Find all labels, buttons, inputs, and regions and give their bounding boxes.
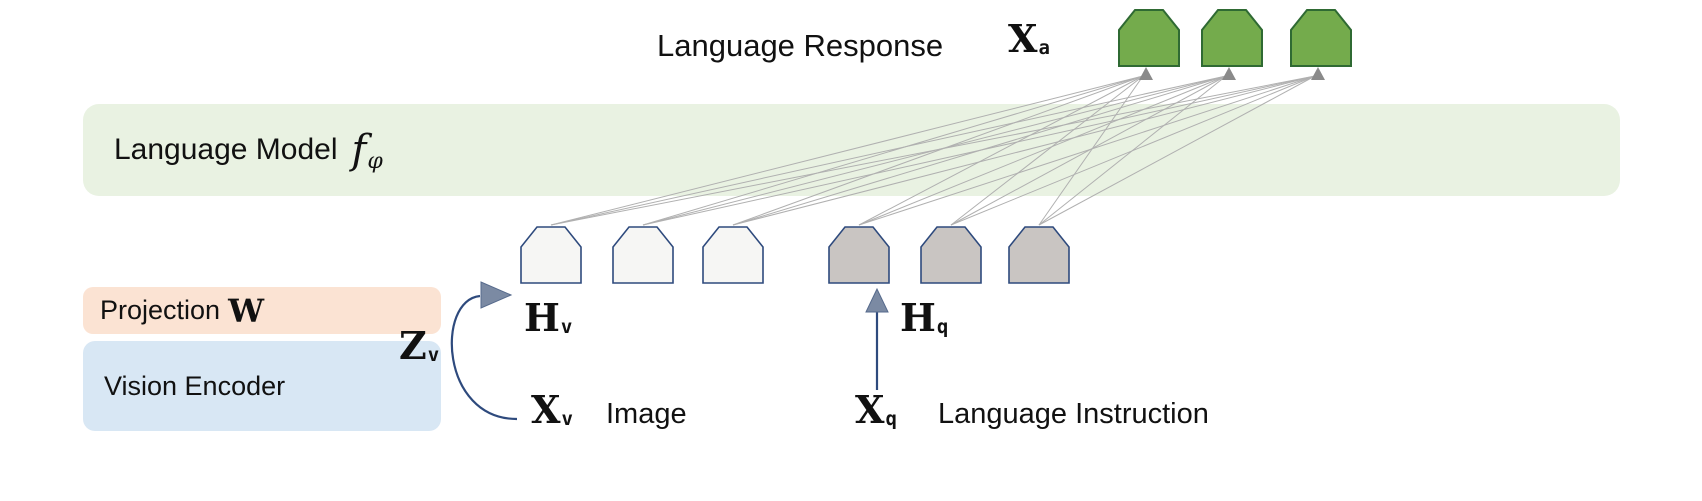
up-arrowhead-icon bbox=[1139, 67, 1153, 80]
hq-base: H bbox=[900, 295, 936, 340]
attention-lines bbox=[550, 75, 1316, 226]
hq-symbol: Hq bbox=[900, 299, 948, 337]
language-model-label: Language Model bbox=[114, 133, 338, 166]
xa-symbol: Xa bbox=[1008, 20, 1050, 58]
instruction-token-3 bbox=[1008, 226, 1070, 284]
vision-encoder-label: Vision Encoder bbox=[104, 370, 286, 401]
zv-symbol: Zv bbox=[399, 327, 439, 365]
image-label: Image bbox=[606, 398, 687, 430]
right-arrowhead-icon bbox=[480, 281, 513, 309]
language-instruction-label: Language Instruction bbox=[938, 398, 1209, 430]
projection-box: Projection W bbox=[83, 287, 441, 334]
projection-label: Projection bbox=[100, 295, 221, 325]
visual-token-2 bbox=[612, 226, 674, 284]
xv-base: X bbox=[531, 387, 561, 432]
zv-curved-arrow bbox=[450, 294, 518, 421]
xa-base: X bbox=[1008, 16, 1038, 61]
zv-base: Z bbox=[399, 323, 427, 368]
xv-symbol: Xv bbox=[531, 391, 573, 429]
up-arrowhead-icon bbox=[1222, 67, 1236, 80]
f-phi-symbol: fφ bbox=[351, 127, 383, 173]
xq-subscript: q bbox=[885, 408, 897, 431]
instruction-token-2 bbox=[920, 226, 982, 284]
hv-symbol: Hv bbox=[524, 299, 572, 337]
language-model-band: Language Model fφ bbox=[83, 104, 1620, 196]
xq-base: X bbox=[855, 387, 885, 432]
response-token-2 bbox=[1201, 9, 1263, 67]
up-arrowhead-icon bbox=[1311, 67, 1325, 80]
hq-subscript: q bbox=[936, 316, 949, 339]
xa-subscript: a bbox=[1038, 37, 1050, 60]
visual-token-3 bbox=[702, 226, 764, 284]
visual-token-1 bbox=[520, 226, 582, 284]
xq-symbol: Xq bbox=[855, 391, 897, 429]
response-token-1 bbox=[1118, 9, 1180, 67]
response-arrowheads bbox=[1139, 67, 1325, 80]
zv-subscript: v bbox=[427, 344, 440, 367]
w-symbol: W bbox=[228, 291, 265, 330]
response-token-3 bbox=[1290, 9, 1352, 67]
xv-subscript: v bbox=[561, 408, 573, 431]
up-arrowhead-icon bbox=[865, 287, 889, 313]
vision-encoder-box: Vision Encoder bbox=[83, 341, 441, 431]
language-response-label: Language Response bbox=[657, 28, 944, 63]
instruction-token-1 bbox=[828, 226, 890, 284]
hv-subscript: v bbox=[560, 316, 573, 339]
phi-subscript: φ bbox=[367, 148, 383, 174]
f-symbol: f bbox=[351, 127, 367, 173]
hv-base: H bbox=[524, 295, 560, 340]
